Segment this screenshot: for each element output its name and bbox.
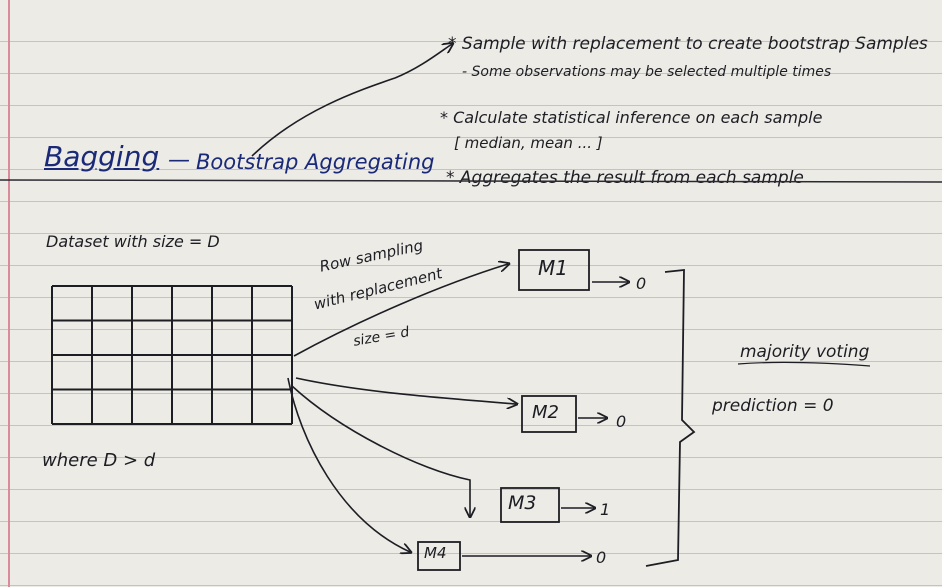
model-output-m1: 0	[636, 274, 647, 293]
arrow-to-m3	[291, 385, 470, 516]
note-inference-sub: [ median, mean ... ]	[454, 134, 603, 152]
model-output-m2: 0	[616, 412, 627, 431]
annotation-curve	[251, 44, 452, 157]
arrow-to-m1	[293, 264, 508, 357]
model-label-m3: M3	[508, 492, 537, 514]
title-underline	[0, 179, 942, 183]
model-label-m4: M4	[424, 544, 447, 562]
note-inference: * Calculate statistical inference on eac…	[440, 108, 823, 127]
model-box-m2	[521, 395, 577, 433]
margin-line	[8, 0, 10, 587]
note-bootstrap-sub: - Some observations may be selected mult…	[462, 64, 832, 80]
title-bagging: Bagging	[44, 140, 160, 173]
note-bootstrap: * Sample with replacement to create boot…	[448, 34, 928, 54]
model-box-m3	[500, 487, 560, 523]
model-box-m4	[417, 541, 461, 571]
aggregation-brace	[645, 268, 696, 567]
dataset-grid	[51, 285, 293, 425]
note-aggregate: * Aggregates the result from each sample	[446, 168, 804, 188]
title-expansion: Bootstrap Aggregating	[196, 150, 435, 174]
majority-voting-label: majority voting	[740, 342, 870, 362]
arrow-to-m4	[287, 377, 410, 552]
model-output-m4: 0	[596, 548, 607, 567]
majority-underline	[737, 361, 871, 367]
model-box-m1	[518, 249, 590, 291]
dataset-condition: where D > d	[42, 450, 156, 471]
prediction-label: prediction = 0	[712, 396, 834, 416]
model-label-m1: M1	[538, 256, 568, 280]
dataset-label: Dataset with size = D	[46, 232, 220, 251]
arrow-to-m2	[295, 377, 516, 404]
model-label-m2: M2	[532, 402, 559, 423]
title-dash: —	[168, 148, 190, 173]
model-output-m3: 1	[600, 500, 611, 519]
